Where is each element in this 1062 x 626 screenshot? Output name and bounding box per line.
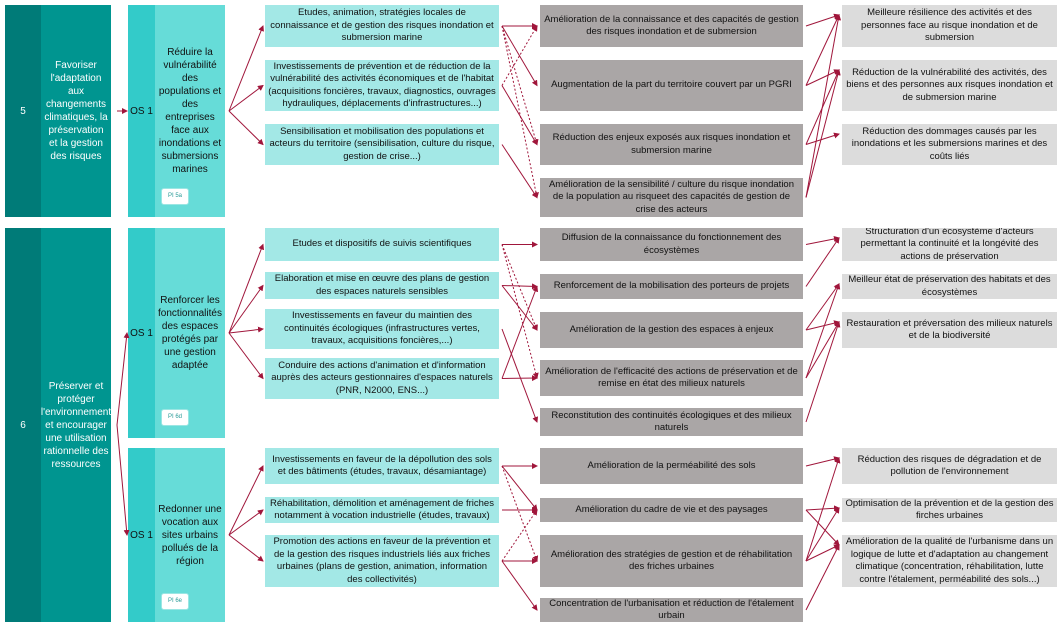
result-box: Amélioration de la sensibilité / culture… [540, 178, 803, 217]
impact-box: Réduction de la vulnérabilité des activi… [842, 60, 1057, 111]
action-to-result-arrow [501, 285, 538, 331]
axis-to-os-arrow [116, 332, 130, 426]
axis-number: 6 [5, 228, 41, 622]
result-to-impact-arrow [805, 283, 840, 331]
os-code: OS 1 [128, 448, 155, 622]
action-box: Etudes et dispositifs de suivis scientif… [265, 228, 499, 261]
os-label: Réduire la vulnérabilité des populations… [155, 5, 225, 217]
result-box: Augmentation de la part du territoire co… [540, 60, 803, 111]
action-box: Promotion des actions en faveur de la pr… [265, 535, 499, 587]
result-to-impact-arrow [805, 507, 840, 562]
action-to-result-arrow [501, 25, 539, 146]
result-to-impact-arrow [805, 69, 841, 198]
os-label-text: Redonner une vocation aux sites urbains … [158, 503, 222, 567]
result-box: Amélioration de l'efficacité des actions… [540, 360, 803, 396]
action-box: Investissements en faveur du maintien de… [265, 309, 499, 349]
action-to-result-arrow [501, 328, 539, 423]
action-to-result-arrow [501, 85, 538, 146]
result-to-impact-arrow [805, 14, 840, 86]
result-to-impact-arrow [805, 283, 841, 379]
result-to-impact-arrow [805, 69, 840, 145]
os-to-action-arrow [228, 534, 264, 562]
axis-to-os-arrow [116, 424, 130, 536]
axis-label: Favoriser l'adaptation aux changements c… [41, 5, 111, 217]
action-to-result-arrow [501, 560, 538, 611]
impact-box: Structuration d'un écosystème d'acteurs … [842, 228, 1057, 261]
action-to-result-arrow [501, 244, 539, 379]
result-box: Amélioration des stratégies de gestion e… [540, 535, 803, 587]
os-to-action-arrow [228, 243, 265, 334]
pi-badge: PI 5a [161, 188, 190, 205]
action-to-result-arrow [501, 285, 539, 379]
impact-box: Restauration et préversation des milieux… [842, 312, 1057, 348]
result-to-impact-arrow [805, 237, 840, 287]
action-box: Investissements en faveur de la dépollut… [265, 448, 499, 484]
result-to-impact-arrow [805, 321, 841, 423]
action-box: Conduire des actions d'animation et d'in… [265, 358, 499, 399]
action-to-result-arrow [501, 25, 539, 199]
os-to-action-arrow [228, 509, 264, 536]
os-to-action-arrow [228, 25, 264, 112]
os-label: Renforcer les fonctionnalités des espace… [155, 228, 225, 438]
action-box: Elaboration et mise en œuvre des plans d… [265, 272, 499, 299]
action-to-result-arrow [501, 509, 538, 562]
action-box: Etudes, animation, stratégies locales de… [265, 5, 499, 47]
result-box: Amélioration du cadre de vie et des pays… [540, 498, 803, 522]
result-box: Diffusion de la connaissance du fonction… [540, 228, 803, 261]
impact-box: Meilleur état de préservation des habita… [842, 274, 1057, 299]
impact-box: Meilleure résilience des activités et de… [842, 5, 1057, 47]
result-to-impact-arrow [805, 321, 840, 379]
result-box: Amélioration de la gestion des espaces à… [540, 312, 803, 348]
os-to-action-arrow [228, 465, 264, 536]
result-to-impact-arrow [805, 132, 840, 145]
result-to-impact-arrow [805, 544, 840, 611]
os-code: OS 1 [128, 5, 155, 217]
os-to-action-arrow [228, 110, 264, 146]
result-box: Réduction des enjeux exposés aux risques… [540, 124, 803, 165]
impact-box: Réduction des risques de dégradation et … [842, 448, 1057, 484]
result-to-impact-arrow [805, 456, 840, 467]
action-to-result-arrow [501, 283, 538, 290]
result-box: Reconstitution des continuités écologiqu… [540, 408, 803, 436]
result-box: Amélioration de la connaissance et des c… [540, 5, 803, 47]
action-box: Sensibilisation et mobilisation des popu… [265, 124, 499, 165]
action-to-result-arrow [501, 465, 538, 511]
action-box: Réhabilitation, démolition et aménagemen… [265, 497, 499, 523]
os-to-action-arrow [228, 332, 264, 380]
pi-badge: PI 6d [161, 409, 190, 426]
result-to-impact-arrow [805, 320, 840, 331]
result-to-impact-arrow [805, 236, 840, 245]
action-to-result-arrow [501, 144, 538, 199]
result-box: Renforcement de la mobilisation des port… [540, 274, 803, 299]
os-to-action-arrow [228, 84, 264, 112]
action-to-result-arrow [501, 375, 538, 382]
result-to-impact-arrow [805, 14, 842, 198]
result-to-impact-arrow [805, 544, 840, 562]
result-to-impact-arrow [805, 509, 840, 546]
os-to-action-arrow [228, 326, 264, 334]
result-box: Amélioration de la perméabilité des sols [540, 448, 803, 484]
os-code: OS 1 [128, 228, 155, 438]
os-label-text: Réduire la vulnérabilité des populations… [158, 47, 222, 175]
impact-box: Réduction des dommages causés par les in… [842, 124, 1057, 165]
os-to-action-arrow [228, 284, 264, 334]
impact-box: Optimisation de la prévention et de la g… [842, 498, 1057, 522]
os-label: Redonner une vocation aux sites urbains … [155, 448, 225, 622]
result-box: Concentration de l'urbanisation et réduc… [540, 598, 803, 622]
axis-label: Préserver et protéger l'environnement et… [41, 228, 111, 622]
action-box: Investissements de prévention et de rédu… [265, 60, 499, 111]
result-to-impact-arrow [805, 505, 840, 512]
action-to-result-arrow [501, 244, 538, 331]
pi-badge: PI 6e [161, 593, 190, 610]
os-label-text: Renforcer les fonctionnalités des espace… [158, 295, 222, 371]
axis-number: 5 [5, 5, 41, 217]
result-to-impact-arrow [805, 69, 840, 86]
action-to-result-arrow [501, 25, 538, 86]
impact-box: Amélioration de la qualité de l'urbanism… [842, 535, 1057, 587]
result-to-impact-arrow [805, 13, 840, 27]
action-to-result-arrow [501, 465, 539, 562]
action-to-result-arrow [501, 25, 538, 87]
result-to-impact-arrow [805, 457, 841, 562]
